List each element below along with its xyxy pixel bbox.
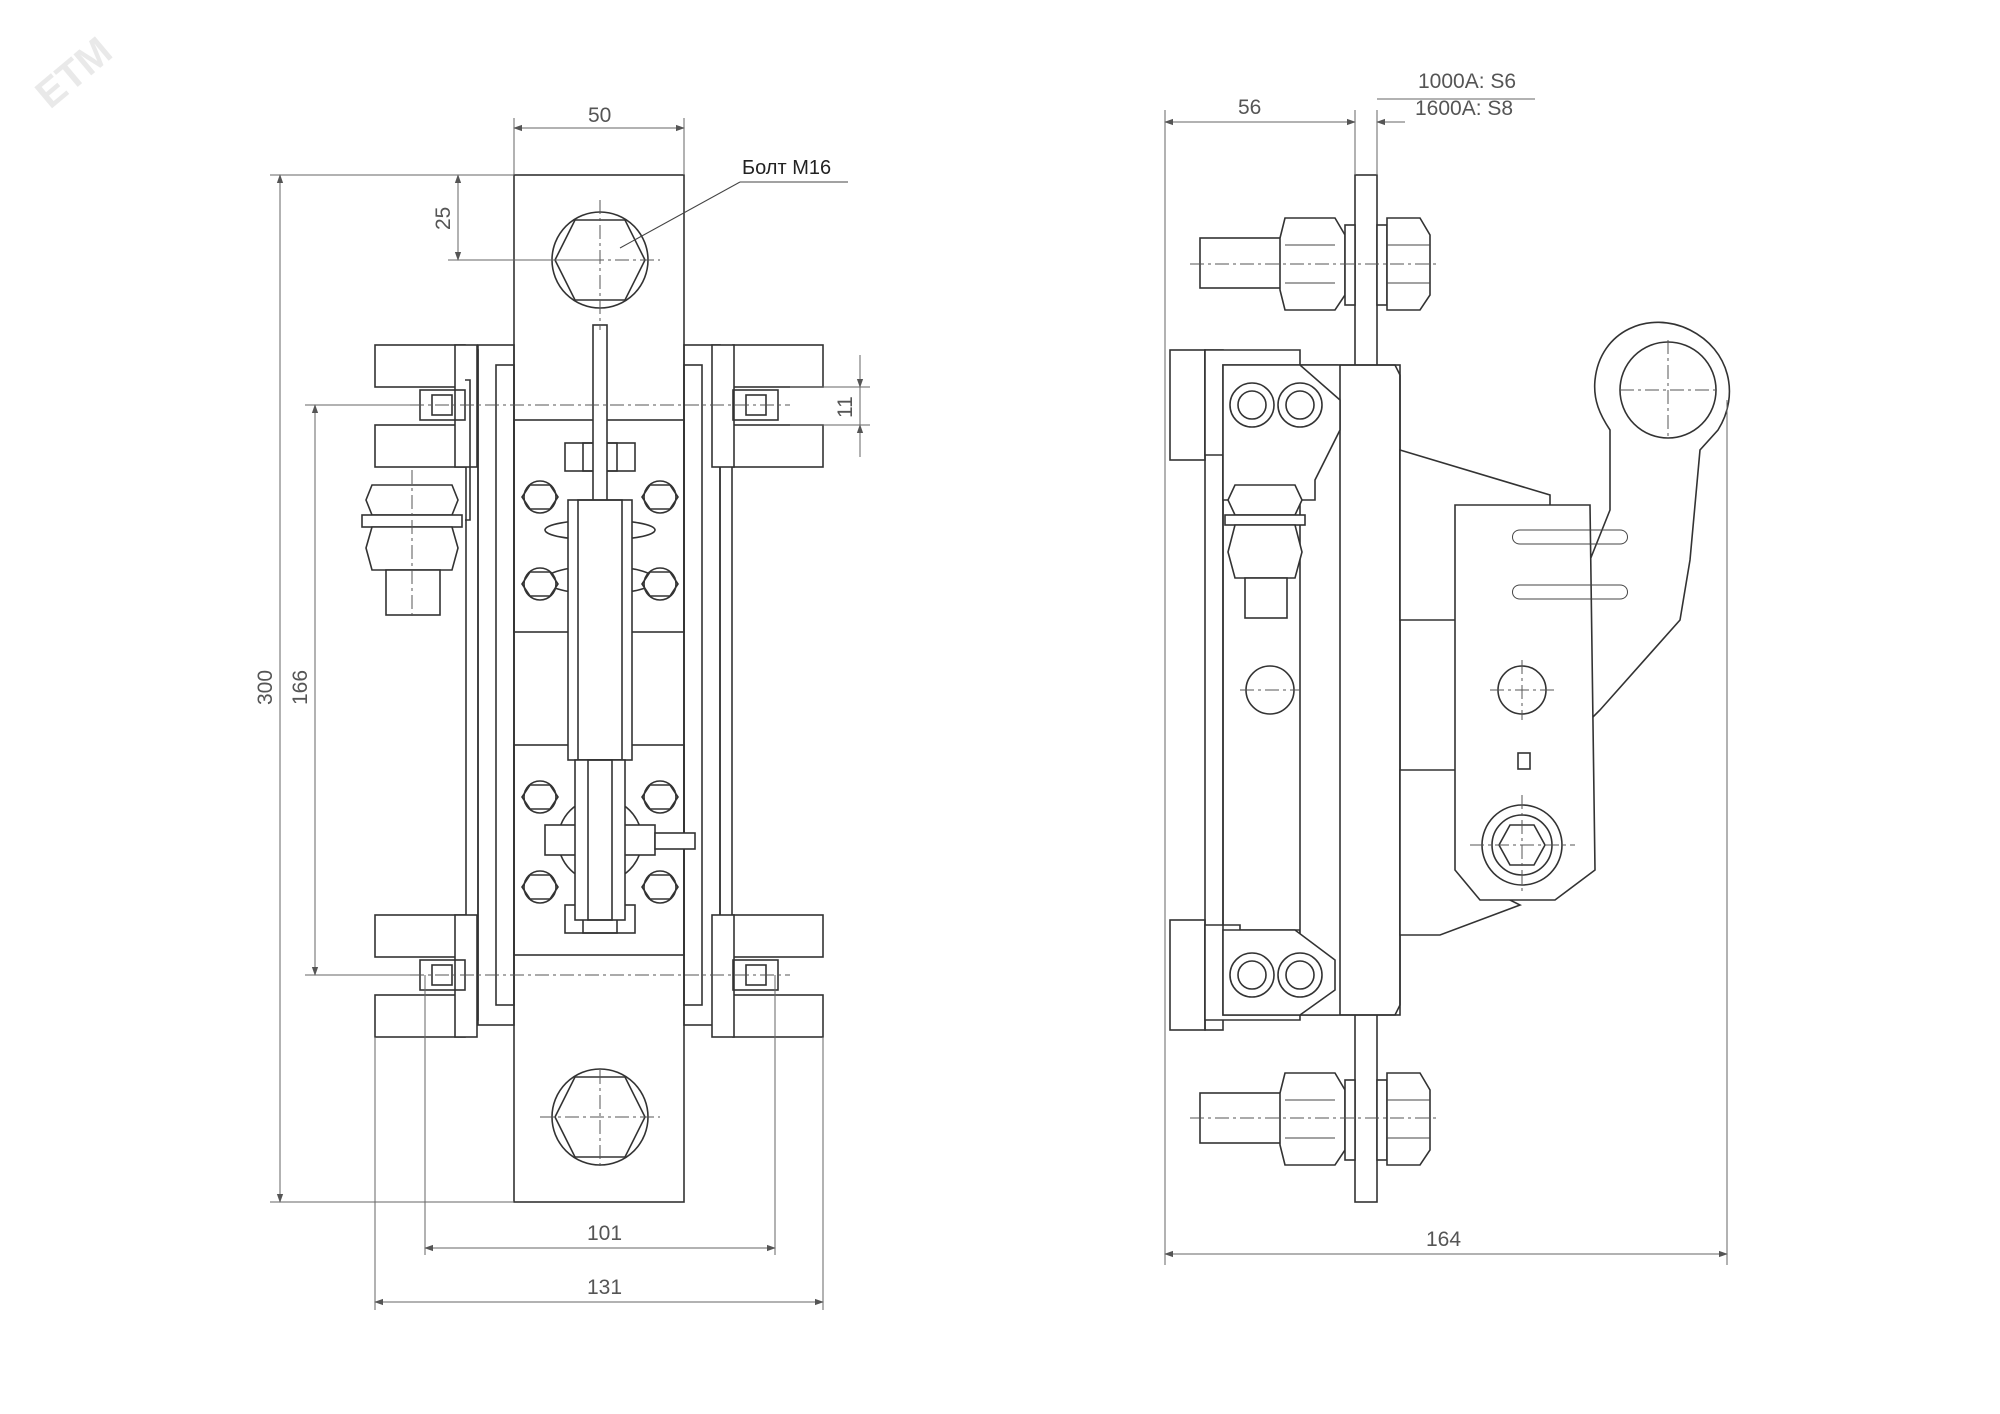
- dim-11: 11: [834, 396, 857, 418]
- side-upper-foot: [1169, 349, 1206, 461]
- side-view: 56 1000A: S6 1600A: S8 164: [1164, 70, 1731, 1265]
- side-terminal-bolt: [361, 379, 471, 616]
- springs: [1512, 529, 1628, 600]
- dim-56: 56: [1238, 96, 1261, 119]
- front-view: 50 25 300 166 11 101 131 Болт М16: [254, 104, 870, 1310]
- dim-131: 131: [587, 1276, 622, 1299]
- contact-block-bolts: [521, 480, 679, 904]
- dim-25: 25: [432, 207, 455, 230]
- bottom-right-bracket: [711, 914, 824, 1038]
- dim-thickness-1000: 1000A: S6: [1418, 70, 1516, 93]
- side-body-bolt: [1224, 484, 1306, 619]
- bottom-left-bracket: [374, 914, 478, 1038]
- dim-thickness-1600: 1600A: S8: [1415, 97, 1513, 120]
- side-bottom-bolt: [1199, 1072, 1431, 1166]
- watermark-text: ETM: [28, 29, 121, 117]
- top-right-bracket: [711, 344, 824, 468]
- dim-164: 164: [1426, 1228, 1461, 1251]
- dim-50: 50: [588, 104, 611, 127]
- side-lower-foot: [1169, 919, 1206, 1031]
- dim-166: 166: [289, 670, 312, 705]
- top-left-bracket: [374, 344, 478, 468]
- dim-101: 101: [587, 1222, 622, 1245]
- side-top-bolt: [1199, 217, 1431, 311]
- bolt-callout: Болт М16: [742, 157, 831, 179]
- dim-300: 300: [254, 670, 277, 705]
